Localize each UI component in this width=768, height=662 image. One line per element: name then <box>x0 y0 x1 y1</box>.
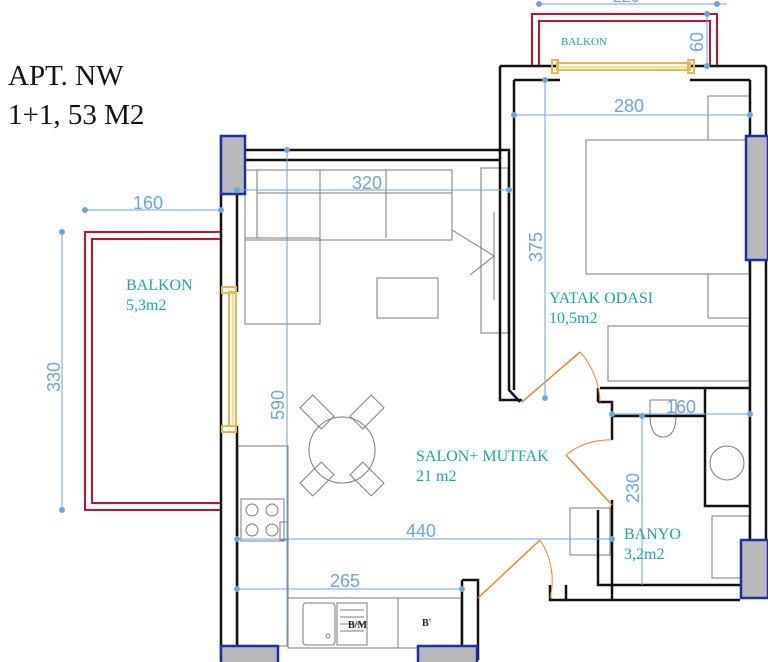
dim-330: 330 <box>44 362 64 392</box>
kitchen-bottom-counter <box>287 597 399 649</box>
room-banyo[interactable]: BANYO 3,2m2 <box>624 525 681 565</box>
dim-320: 320 <box>352 173 382 193</box>
columns <box>219 134 768 662</box>
room-balkon-left-name: BALKON <box>126 277 193 294</box>
bath-cabinet <box>569 507 611 556</box>
dimension-labels: 220 60 280 375 320 160 330 590 160 230 4… <box>44 0 707 631</box>
label-bc: B' <box>422 618 432 629</box>
room-balkon-top-name: BALKON <box>561 36 607 48</box>
label-bm: B/M <box>348 620 367 631</box>
sofa <box>244 169 453 241</box>
dining-chairs <box>299 394 385 497</box>
washbasin <box>709 445 745 481</box>
room-balkon-left-area: 5,3m2 <box>126 297 167 314</box>
balcony-railings <box>84 13 718 511</box>
dim-375: 375 <box>526 232 546 262</box>
room-banyo-name: BANYO <box>624 526 681 543</box>
coffee-table <box>376 277 439 319</box>
room-yatak-odasi[interactable]: YATAK ODASI 10,5m2 <box>549 289 653 329</box>
dim-160-bath: 160 <box>666 397 696 417</box>
walls <box>219 64 768 660</box>
wall-top-salon <box>221 148 521 403</box>
room-yatak-odasi-area: 10,5m2 <box>549 310 598 327</box>
dim-220: 220 <box>613 0 640 6</box>
left-balcony-rail-inner <box>91 238 221 504</box>
room-balkon-left[interactable]: BALKON 5,3m2 <box>126 276 193 316</box>
sink <box>302 602 336 646</box>
doors[interactable] <box>477 351 613 599</box>
sofa-chaise <box>244 237 321 325</box>
dim-590: 590 <box>268 390 288 420</box>
furniture <box>237 95 750 649</box>
kitchen-counter <box>237 445 289 647</box>
room-balkon-top[interactable]: BALKON <box>561 36 607 50</box>
shower-area <box>704 387 750 507</box>
cooktop <box>240 498 285 542</box>
plan-subtitle: 1+1, 53 M2 <box>8 99 145 131</box>
column-bottom-mid <box>416 644 479 662</box>
bed[interactable] <box>585 139 750 275</box>
dim-265: 265 <box>330 571 360 591</box>
dimension-lines <box>59 1 753 646</box>
dim-440: 440 <box>406 521 436 541</box>
left-balcony-rail-outer <box>84 231 221 511</box>
column-bottom-left <box>219 644 280 662</box>
wardrobe <box>607 325 750 382</box>
dim-280: 280 <box>614 96 644 116</box>
column-right-lower <box>739 538 768 600</box>
column-right-upper <box>744 134 768 262</box>
tv-view-lines <box>451 229 495 276</box>
plan-title: APT. NW <box>8 60 124 92</box>
door-bedroom[interactable] <box>521 351 581 403</box>
column-top-left <box>219 134 247 196</box>
top-balcony-rail-outer <box>531 13 718 66</box>
wall-salon-bottom <box>462 578 480 660</box>
room-banyo-area: 3,2m2 <box>624 546 665 563</box>
dim-230: 230 <box>623 473 643 503</box>
door-entrance[interactable] <box>477 539 541 599</box>
wall-top-bedroom <box>498 66 522 402</box>
dining-table[interactable] <box>308 416 376 484</box>
door-bathroom[interactable] <box>565 454 613 506</box>
dim-160-left: 160 <box>133 193 163 213</box>
room-salon-mutfak[interactable]: SALON+ MUTFAK 21 m2 <box>416 447 549 487</box>
top-balcony-rail-inner <box>538 20 711 66</box>
room-salon-area: 21 m2 <box>416 468 457 485</box>
room-yatak-odasi-name: YATAK ODASI <box>549 290 654 307</box>
room-salon-name: SALON+ MUTFAK <box>416 448 549 465</box>
windows <box>221 59 695 433</box>
dim-60: 60 <box>687 32 707 52</box>
